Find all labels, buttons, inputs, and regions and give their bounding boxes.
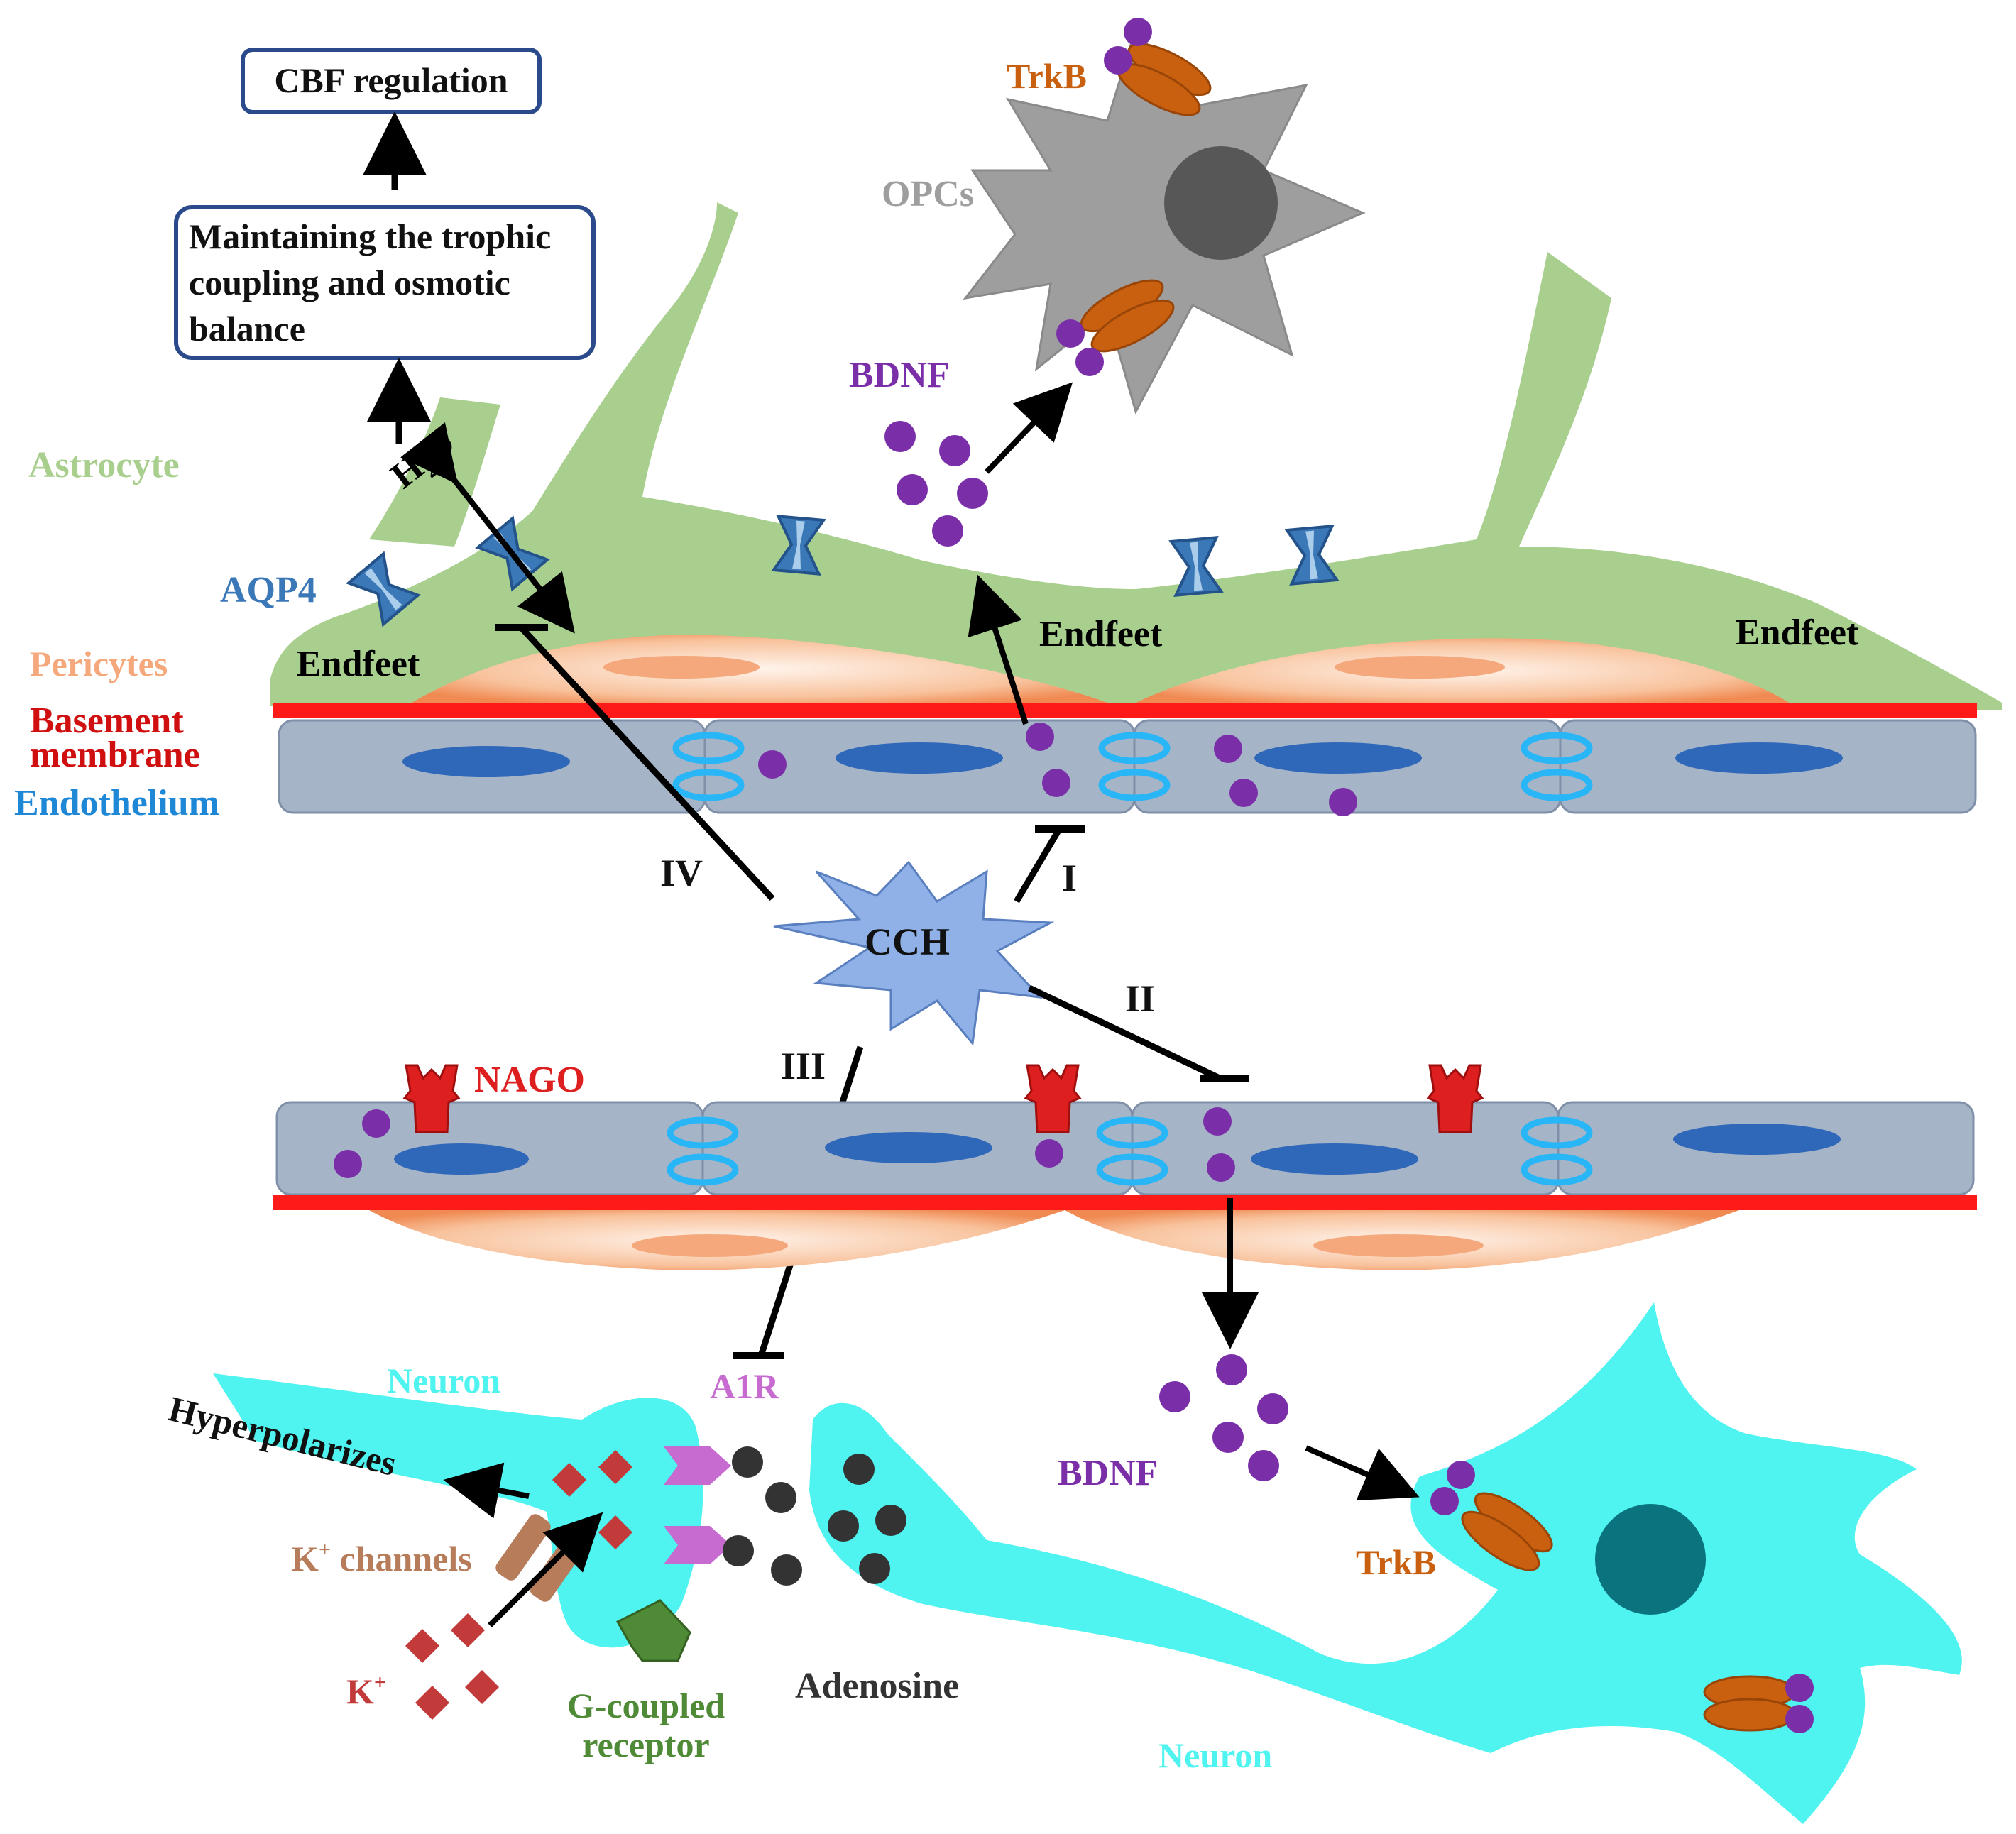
k-channels-label: K+ channels [291,1538,472,1578]
k-ions [405,1449,633,1720]
pathway-iv-inhibition [519,625,775,901]
basement-membrane-label-1: Basement [30,701,184,741]
pericyte-bottom-left [369,1210,1065,1270]
astrocyte-body [270,202,2002,710]
aqp4-channel-icon [1169,536,1223,597]
neuron-nucleus [1595,1504,1706,1615]
k-ion-label: K+ [346,1671,386,1711]
opc-nucleus [1164,146,1278,260]
neuron-right-body [809,1302,1962,1824]
trkb-label-top: TrkB [1007,56,1087,96]
basement-membrane-top [273,703,1977,718]
pericyte-top-right [1136,638,1789,703]
aqp4-channel-icon [1285,525,1339,586]
trkb-label-bottom: TrkB [1356,1542,1436,1582]
bdnf-vessel-bottom [334,1107,1235,1182]
adenosine-label: Adenosine [795,1666,959,1706]
pathway-ii-inhibition [1028,984,1222,1082]
endothelium-bottom [275,1101,1975,1196]
neuron-label-left: Neuron [387,1361,500,1400]
pericyte-bottom-right [1065,1210,1739,1270]
basement-membrane-bottom [273,1195,1977,1210]
trophic-line-1: Maintaining the trophic [189,216,551,256]
bdnf-label-top: BDNF [849,355,950,395]
arrow-bdnf-to-opc [985,382,1073,474]
bdnf-vessel-top [758,723,1357,816]
cch-label: CCH [865,921,950,963]
a1r-receptor-icon [664,1526,731,1564]
adenosine-molecules [723,1446,906,1586]
a1r-receptor-icon [664,1446,731,1485]
trophic-coupling-box: Maintaining the trophic coupling and osm… [174,205,596,360]
endfeet-label-left: Endfeet [297,644,420,684]
basement-membrane-label-2: membrane [30,735,200,775]
arrow-hyperpolarizes [443,1462,530,1519]
g-coupled-label-1: G-coupled [567,1686,725,1725]
endfeet-label-right: Endfeet [1736,613,1859,653]
arrow-bdnf-to-neuron [1305,1445,1420,1501]
bdnf-label-bottom: BDNF [1058,1453,1158,1493]
cbf-regulation-text: CBF regulation [274,60,508,100]
trophic-line-3: balance [189,309,305,348]
g-coupled-receptor-icon [615,1599,691,1662]
endothelium-top [278,719,1977,814]
bdnf-cluster-top [884,421,988,547]
endfeet-label-middle: Endfeet [1039,614,1163,654]
aqp4-label: AQP4 [220,570,317,610]
pathway-i-label: I [1062,857,1077,899]
h2o-exchange-arrow [400,422,575,634]
nago-label: NAGO [474,1060,585,1100]
g-coupled-label-2: receptor [582,1725,710,1764]
trkb-receptor-icon [1703,1675,1797,1732]
pericyte-top-left [412,635,1107,703]
neuron-label-right: Neuron [1158,1735,1272,1775]
pathway-iii-label: III [781,1045,826,1087]
a1r-label: A1R [710,1366,779,1406]
pericytes-label: Pericytes [30,644,168,683]
neuron-left-body [213,1373,703,1648]
pathway-i-inhibition [1014,830,1061,904]
cbf-regulation-box: CBF regulation [241,48,542,114]
trophic-line-2: coupling and osmotic [189,263,510,302]
endothelium-label: Endothelium [14,783,219,823]
opcs-label: OPCs [882,174,974,214]
arrow-vessel-to-bdnf [968,574,1029,725]
astrocyte-label: Astrocyte [28,445,180,485]
arrow-k-influx [488,1512,603,1627]
trkb-bound-bdnf-top [1104,18,1152,75]
cch-starburst [773,860,1055,1046]
pathway-iv-label: IV [660,852,703,894]
trkb-bound-bdnf-neuron [1430,1461,1475,1515]
trkb-bound-bdnf-opc [1056,319,1104,376]
trkb-bound-bdnf-lower [1785,1674,1814,1733]
bdnf-cluster-bottom [1159,1354,1288,1481]
pathway-ii-label: II [1125,977,1155,1020]
